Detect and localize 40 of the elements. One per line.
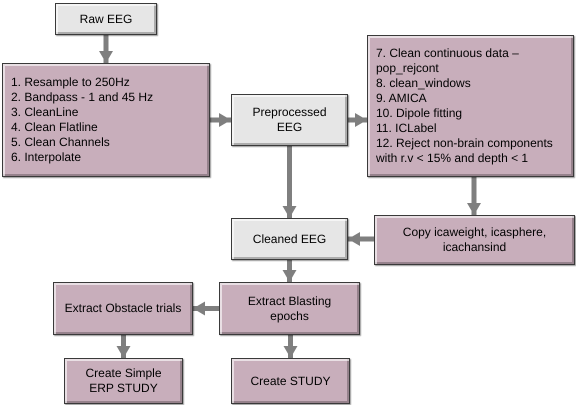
box-text: 10. Dipole fitting bbox=[376, 106, 462, 121]
box-text: Raw EEG bbox=[80, 12, 132, 26]
box-text: 11. ICLabel bbox=[376, 121, 436, 136]
box-text: 1. Resample to 250Hz bbox=[11, 75, 130, 90]
process-box bbox=[374, 215, 575, 265]
data-box bbox=[231, 94, 348, 146]
data-box bbox=[231, 218, 348, 260]
box-text: 6. Interpolate bbox=[11, 150, 82, 165]
box-text: 2. Bandpass - 1 and 45 Hz bbox=[11, 90, 154, 105]
box-text: Extract Blasting epochs bbox=[246, 294, 332, 324]
steps-box bbox=[367, 35, 574, 177]
box-text: 3. CleanLine bbox=[11, 105, 78, 120]
box-text: Extract Obstacle trials bbox=[64, 301, 182, 316]
process-box bbox=[231, 358, 350, 404]
process-box bbox=[53, 282, 193, 335]
box-text: 4. Clean Flatline bbox=[11, 120, 98, 135]
arrow bbox=[116, 335, 130, 358]
data-box bbox=[55, 3, 157, 35]
box-text: Preprocessed EEG bbox=[252, 105, 327, 135]
box-text: Create Simple ERP STUDY bbox=[84, 366, 163, 396]
process-box bbox=[219, 282, 360, 335]
box-text: 5. Clean Channels bbox=[11, 135, 110, 150]
arrow bbox=[467, 177, 481, 215]
arrow bbox=[99, 35, 113, 63]
process-box bbox=[64, 358, 183, 404]
box-text: Create STUDY bbox=[250, 374, 331, 388]
box-text: 12. Reject non-brain components with r.v < 15% and depth < 1 bbox=[376, 136, 554, 166]
arrow bbox=[282, 260, 296, 282]
steps-box bbox=[2, 63, 210, 177]
box-text: 9. AMICA bbox=[376, 91, 427, 106]
arrow bbox=[210, 113, 231, 127]
arrow bbox=[193, 302, 219, 316]
arrow bbox=[348, 113, 367, 127]
box-text: 7. Clean continuous data – pop_rejcont bbox=[376, 46, 520, 76]
arrow bbox=[284, 335, 298, 358]
arrow bbox=[348, 232, 374, 246]
box-text: 8. clean_windows bbox=[376, 76, 471, 91]
arrow bbox=[282, 146, 296, 218]
box-text: Cleaned EEG bbox=[252, 232, 326, 246]
box-text: Copy icaweight, icasphere, icachansind bbox=[402, 225, 548, 255]
